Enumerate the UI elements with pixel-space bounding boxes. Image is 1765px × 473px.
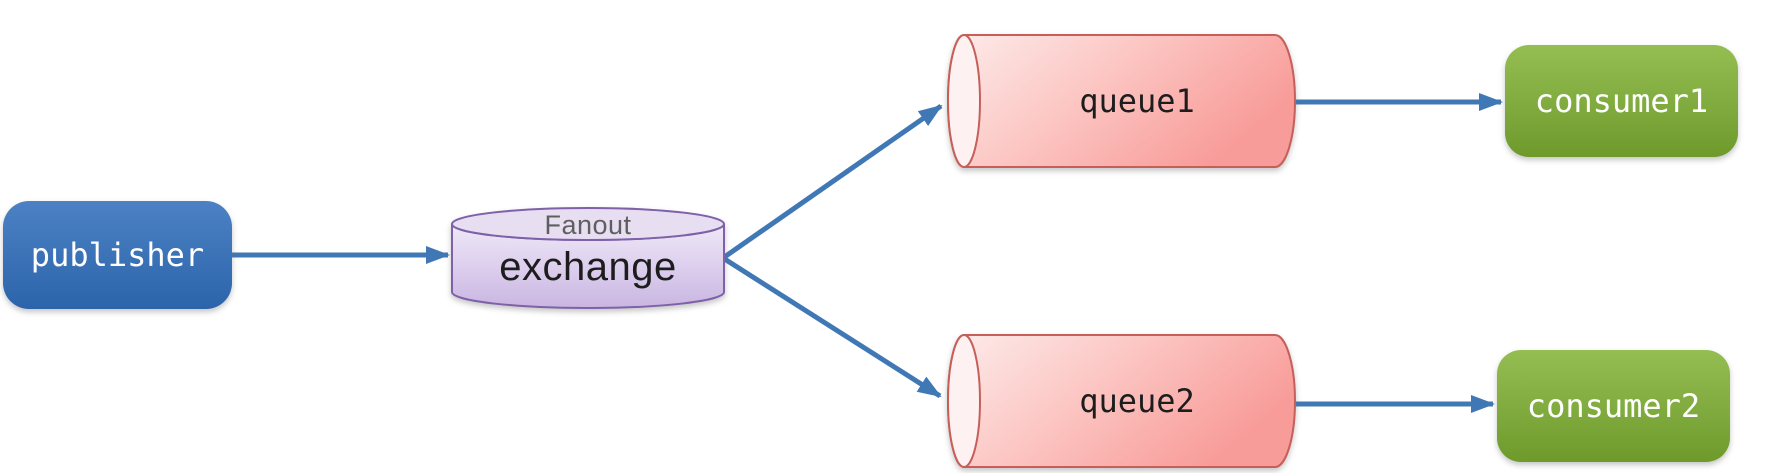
queue1-cylinder-cap — [947, 34, 981, 168]
queue2-cylinder-body — [947, 334, 1296, 468]
edge-group — [232, 93, 1503, 413]
exchange-node-shape — [451, 207, 725, 309]
publisher-node-shape — [3, 201, 232, 309]
edge-exchange-to-queue2 — [721, 255, 942, 399]
queue2-node-shape — [947, 334, 1296, 468]
queue1-cylinder-body — [947, 34, 1296, 168]
queue2-cylinder-cap — [947, 334, 981, 468]
edge-exchange-to-queue1 — [721, 103, 943, 261]
queue1-node-shape — [947, 34, 1296, 168]
exchange-cylinder-top — [451, 207, 725, 241]
consumer2-node-shape — [1497, 350, 1730, 462]
consumer1-node-shape — [1505, 45, 1738, 157]
node-shapes-group — [3, 34, 1738, 468]
